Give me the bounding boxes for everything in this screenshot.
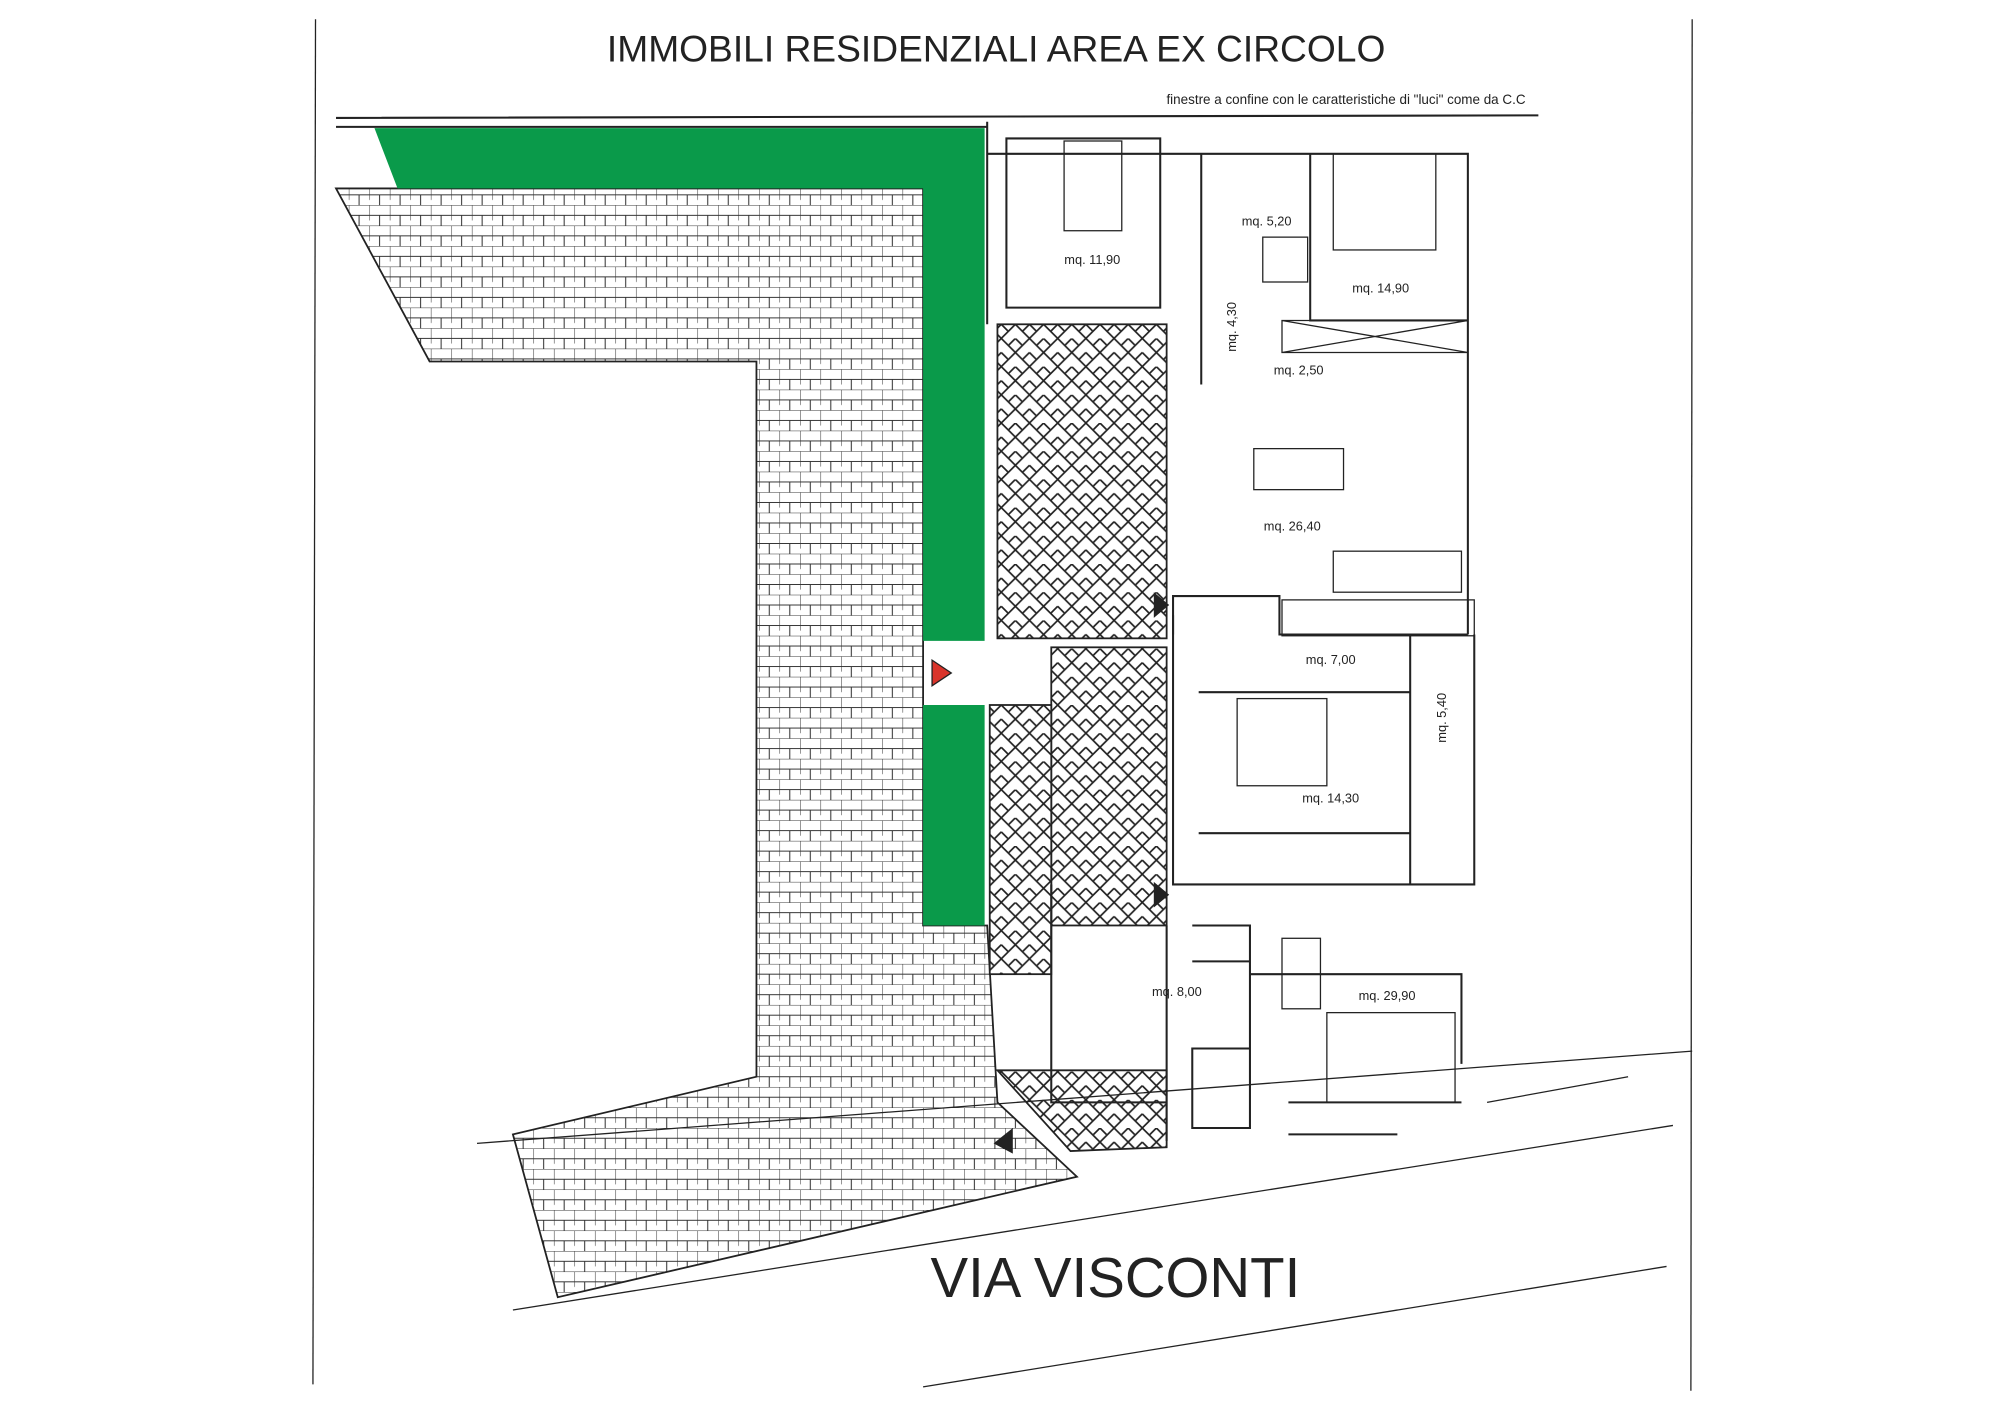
room-area-label: mq. 5,20 [1242, 214, 1292, 229]
room-area-label: mq. 11,90 [1064, 252, 1120, 267]
room-area-label: mq. 29,90 [1359, 988, 1416, 1003]
boundary-top [336, 114, 1539, 128]
room-area-label: mq. 14,90 [1352, 280, 1409, 295]
plan-title: IMMOBILI RESIDENZIALI AREA EX CIRCOLO [607, 28, 1385, 70]
room-area-label: mq. 5,40 [1434, 693, 1449, 743]
green-area-bottom [923, 705, 985, 926]
entrance-marker-icon [931, 658, 953, 687]
right-border-line [1690, 19, 1693, 1391]
herringbone-paving-2 [1050, 646, 1168, 927]
herringbone-paving-1 [996, 323, 1168, 640]
herringbone-paving-4 [995, 1069, 1168, 1152]
green-area-top [374, 128, 985, 641]
room-area-label: mq. 2,50 [1274, 362, 1324, 377]
building-walls [476, 121, 1693, 1388]
room-area-label: mq. 14,30 [1302, 790, 1359, 805]
room-area-label: mq. 26,40 [1264, 519, 1321, 534]
street-name: VIA VISCONTI [930, 1246, 1300, 1309]
entry-arrow-icon [1153, 592, 1170, 618]
room-area-label: mq. 7,00 [1306, 652, 1356, 667]
entry-arrow-icon [993, 1128, 1013, 1154]
plan-note: finestre a confine con le caratteristich… [1166, 92, 1525, 107]
left-border-line [312, 19, 317, 1385]
room-area-label: mq. 4,30 [1224, 302, 1239, 352]
herringbone-paving-3 [988, 704, 1053, 976]
room-area-label: mq. 8,00 [1152, 984, 1202, 999]
entry-arrow-icon [1153, 881, 1170, 908]
